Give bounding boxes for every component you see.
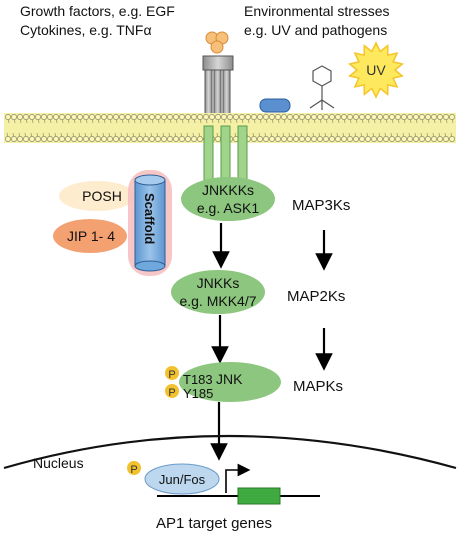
- jnk-site-t183: T183: [183, 372, 213, 387]
- jun-fos-label: Jun/Fos: [159, 472, 206, 487]
- phospho-label-jun: P: [130, 464, 137, 476]
- stimulus-uv-pathogens: e.g. UV and pathogens: [244, 22, 387, 38]
- receptor-icon: [202, 55, 234, 115]
- scaffold-label: Scaffold: [142, 193, 157, 244]
- phospho-label-2: P: [168, 387, 175, 399]
- phospho-icon-jun: [127, 461, 141, 475]
- jip-label: JIP 1- 4: [67, 228, 115, 244]
- tier-map3k: MAP3Ks: [292, 197, 350, 214]
- posh-oval: [59, 181, 135, 211]
- phospho-icon-y185: [165, 384, 179, 398]
- posh-label: POSH: [82, 188, 122, 204]
- receptor-transmembrane-domain: [203, 125, 248, 185]
- jnk-site-y185: Y185: [183, 386, 213, 401]
- stimulus-environmental: Environmental stresses: [244, 3, 390, 19]
- jnkk-label: JNKKs: [197, 275, 240, 291]
- jip-oval: [53, 219, 127, 253]
- pathogen-icon: [309, 65, 335, 110]
- jnkkk-oval: [181, 177, 275, 221]
- jnkk-oval: [171, 270, 265, 314]
- transcription-arrow-icon: [225, 463, 251, 493]
- jnkkk-example: e.g. ASK1: [197, 200, 259, 216]
- jnkkk-label: JNKKKs: [202, 182, 254, 198]
- target-genes-label: AP1 target genes: [156, 515, 272, 532]
- phospho-label-1: P: [168, 369, 175, 381]
- tier-map2k: MAP2Ks: [287, 288, 345, 305]
- stimulus-cytokines: Cytokines, e.g. TNFα: [20, 22, 152, 38]
- nucleus-label: Nucleus: [33, 455, 84, 471]
- stimulus-growth-factors: Growth factors, e.g. EGF: [20, 3, 175, 19]
- phospho-icon-t183: [165, 366, 179, 380]
- scaffold-cylinder: Scaffold: [128, 170, 172, 276]
- membrane-protein-icon: [259, 98, 291, 113]
- jun-fos-oval: [144, 463, 220, 495]
- jnk-oval: [179, 362, 281, 402]
- jnk-label: JNK: [216, 371, 243, 387]
- ligand-icon: [205, 31, 229, 54]
- gene-box: [237, 487, 281, 505]
- jnkk-example: e.g. MKK4/7: [179, 293, 256, 309]
- nuclear-envelope: [3, 434, 457, 470]
- uv-label: UV: [366, 62, 386, 78]
- tier-mapk: MAPKs: [293, 378, 343, 395]
- uv-sun-icon: UV: [348, 41, 404, 99]
